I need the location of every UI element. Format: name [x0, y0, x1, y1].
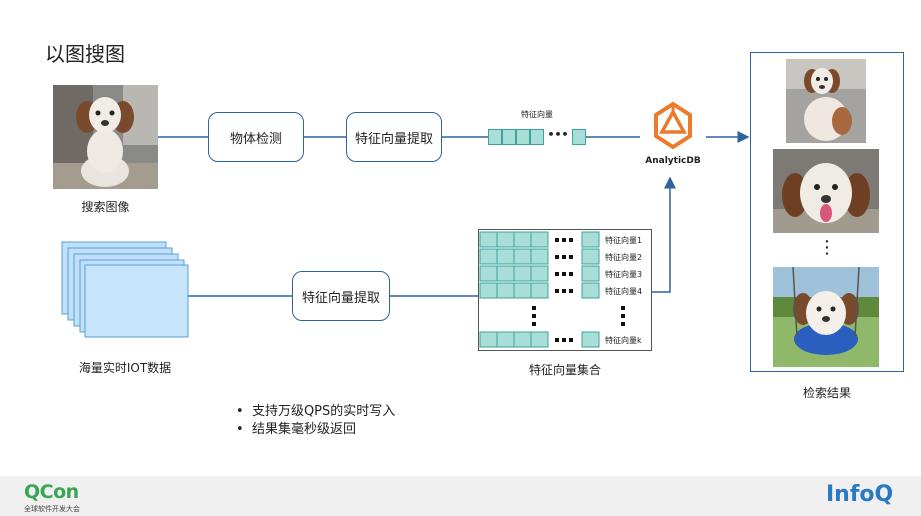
bullet-list: • 支持万级QPS的实时写入 • 结果集毫秒级返回: [236, 403, 496, 439]
analyticdb-label: AnalyticDB: [645, 156, 701, 166]
matrix-row-label: 特征向量4: [605, 287, 643, 296]
feature-matrix: 特征向量1 特征向量2 特征向量3 特征向量4 特征向量k: [478, 229, 652, 351]
footer-bar: QCon 全球软件开发大会 InfoQ: [0, 476, 921, 516]
bullet-dot: •: [236, 404, 252, 419]
bullet-item: • 结果集毫秒级返回: [236, 421, 496, 439]
bullet-text: 支持万级QPS的实时写入: [251, 404, 396, 419]
matrix-row-label: 特征向量2: [605, 253, 643, 262]
bullet-text: 结果集毫秒级返回: [251, 422, 356, 437]
qcon-subtitle: 全球软件开发大会: [24, 505, 80, 513]
analyticdb-logo: [640, 98, 706, 158]
matrix-grid: [479, 231, 625, 348]
feature-vector-label: 特征向量: [521, 110, 553, 119]
vector-dots: •••: [547, 128, 569, 141]
matrix-label: 特征向量集合: [528, 363, 601, 377]
feature-extraction-node-bottom: 特征向量提取: [292, 271, 390, 321]
search-image-label: 搜索图像: [81, 200, 130, 214]
results-panel: ⋮: [750, 52, 904, 372]
result-image-3: [773, 267, 879, 367]
result-image-2: [773, 149, 879, 233]
bullet-item: • 支持万级QPS的实时写入: [236, 403, 496, 421]
matrix-row-label: 特征向量1: [605, 236, 643, 245]
bullet-dot: •: [236, 422, 252, 437]
qcon-logo: QCon: [24, 481, 79, 503]
line-matrix-to-db: [652, 176, 676, 293]
vector-cell: [502, 129, 516, 145]
vector-cell: [530, 129, 544, 145]
iot-data-stack: [60, 240, 190, 340]
results-label: 检索结果: [802, 386, 851, 400]
feature-extraction-node-top: 特征向量提取: [346, 112, 442, 162]
vector-cell: [516, 129, 530, 145]
iot-data-label: 海量实时IOT数据: [78, 361, 172, 375]
results-ellipsis: ⋮: [818, 237, 836, 258]
analyticdb-icon: [640, 98, 706, 158]
vector-cell: [488, 129, 502, 145]
slide-title: 以图搜图: [45, 42, 125, 66]
infoq-logo: InfoQ: [826, 482, 894, 507]
search-image: [53, 85, 158, 189]
matrix-row-label: 特征向量3: [605, 270, 643, 279]
vector-cell: [572, 129, 586, 145]
feature-vector: •••: [488, 128, 586, 145]
matrix-row-label: 特征向量k: [605, 336, 642, 345]
result-image-1: [786, 59, 866, 143]
object-detection-node: 物体检测: [208, 112, 304, 162]
